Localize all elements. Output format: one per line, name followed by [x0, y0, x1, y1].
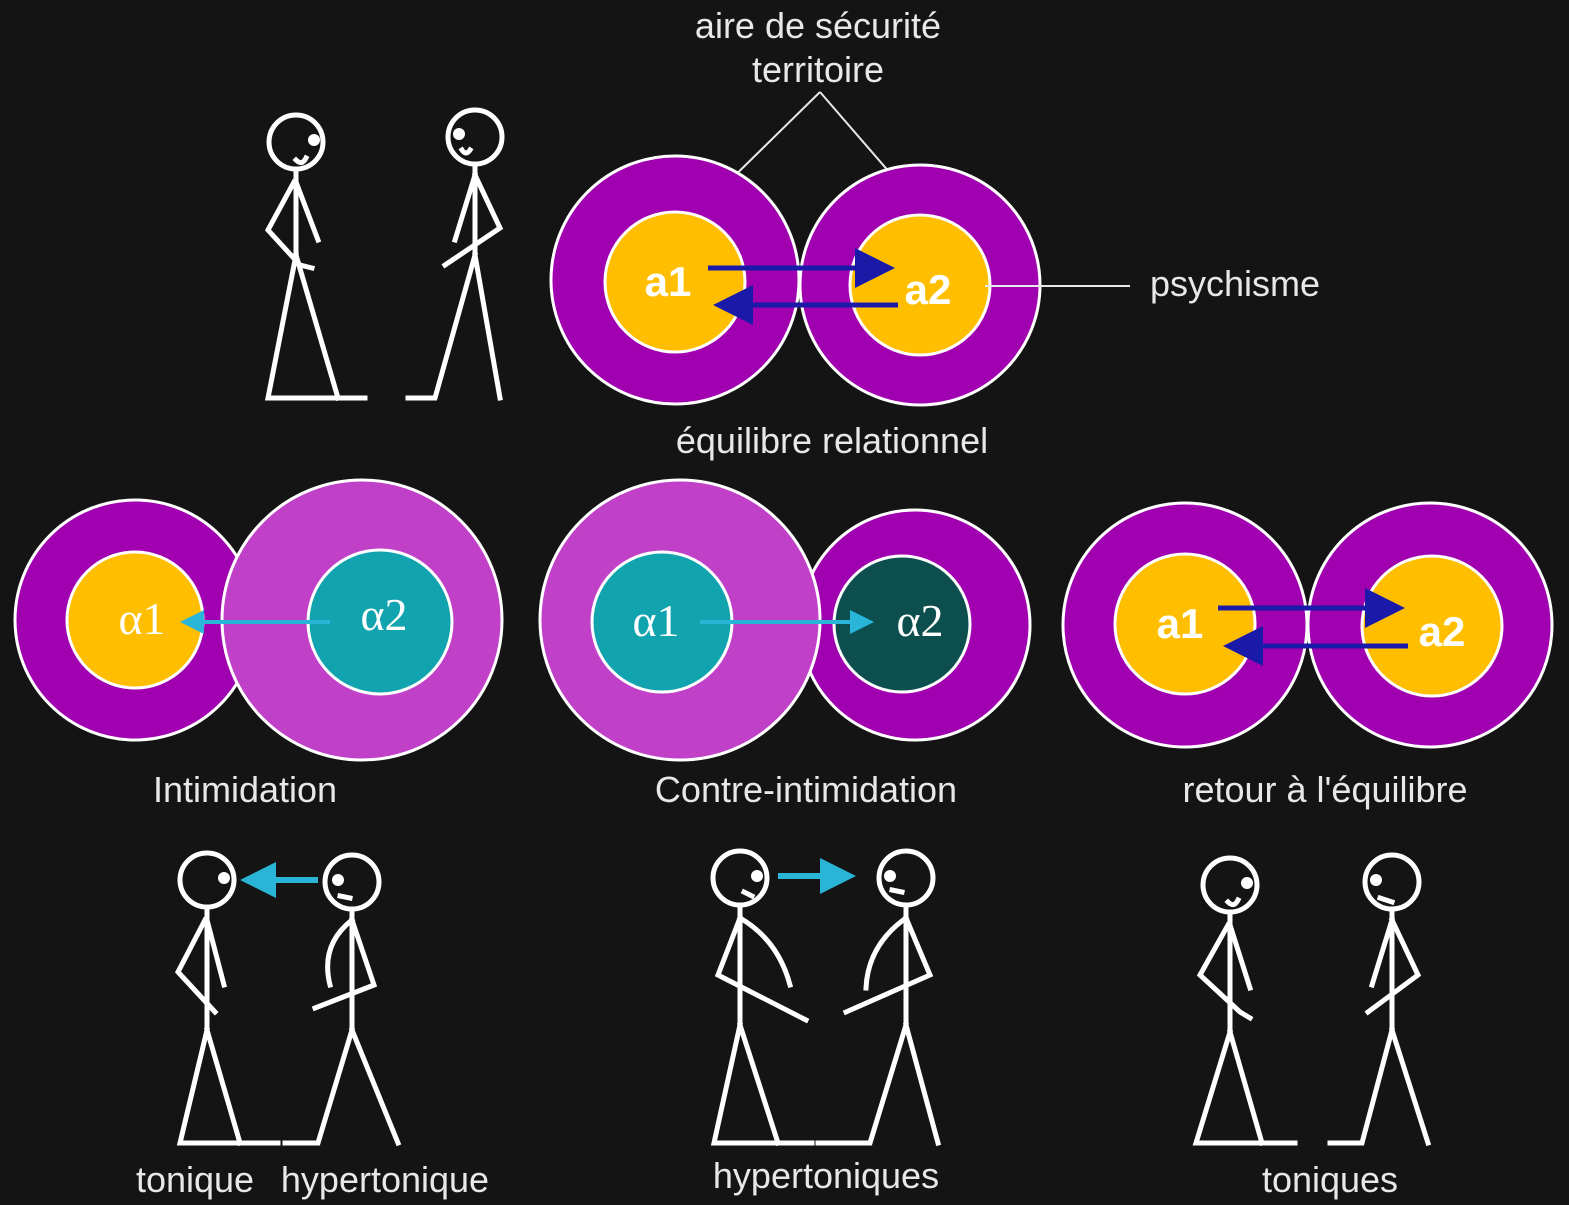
- tonic-label: tonique: [136, 1159, 254, 1200]
- intimidation-label: Intimidation: [153, 769, 337, 810]
- territory-label: territoire: [752, 49, 884, 90]
- stick-figure-tonic: [174, 850, 281, 1147]
- stick-figure-tonic-left-bottom: [1192, 855, 1298, 1147]
- security-area-label: aire de sécurité: [695, 5, 941, 46]
- equilibrium-territory-a1: [549, 154, 801, 406]
- psychism-label: psychisme: [1150, 263, 1320, 304]
- stick-figure-left-top: [264, 112, 368, 402]
- stick-figure-tonic-right-bottom: [1327, 852, 1432, 1147]
- psyche-label-alpha2-intimidation: α2: [360, 589, 407, 640]
- psyche-label-alpha1-counter: α1: [632, 595, 679, 646]
- psyche-label-a2-return: a2: [1419, 608, 1466, 655]
- hypertonics-label: hypertoniques: [713, 1155, 939, 1196]
- psyche-label-a2-top: a2: [905, 266, 952, 313]
- psyche-label-alpha1-intimidation: α1: [118, 593, 165, 644]
- stick-figure-hypertonic: [282, 852, 402, 1147]
- stick-figure-hypertonic-left: [710, 848, 815, 1147]
- return-equilibrium-label: retour à l'équilibre: [1182, 769, 1467, 810]
- stick-figure-hypertonic-right: [815, 848, 942, 1147]
- tonics-label: toniques: [1262, 1159, 1398, 1200]
- equilibrium-label: équilibre relationnel: [676, 420, 988, 461]
- hypertonic-label: hypertonique: [281, 1159, 489, 1200]
- counter-intimidation-diagram: [538, 478, 1032, 762]
- return-equilibrium-diagram: [1061, 501, 1554, 749]
- top-annotations: aire de sécurité territoire: [695, 5, 941, 199]
- stick-figure-right-top: [405, 107, 505, 401]
- psyche-label-alpha2-counter: α2: [896, 595, 943, 646]
- counter-intimidation-label: Contre-intimidation: [655, 769, 957, 810]
- intimidation-diagram: [13, 478, 504, 762]
- psyche-label-a1-return: a1: [1157, 600, 1204, 647]
- equilibrium-territory-a2: [798, 163, 1042, 407]
- psyche-label-a1-top: a1: [645, 258, 692, 305]
